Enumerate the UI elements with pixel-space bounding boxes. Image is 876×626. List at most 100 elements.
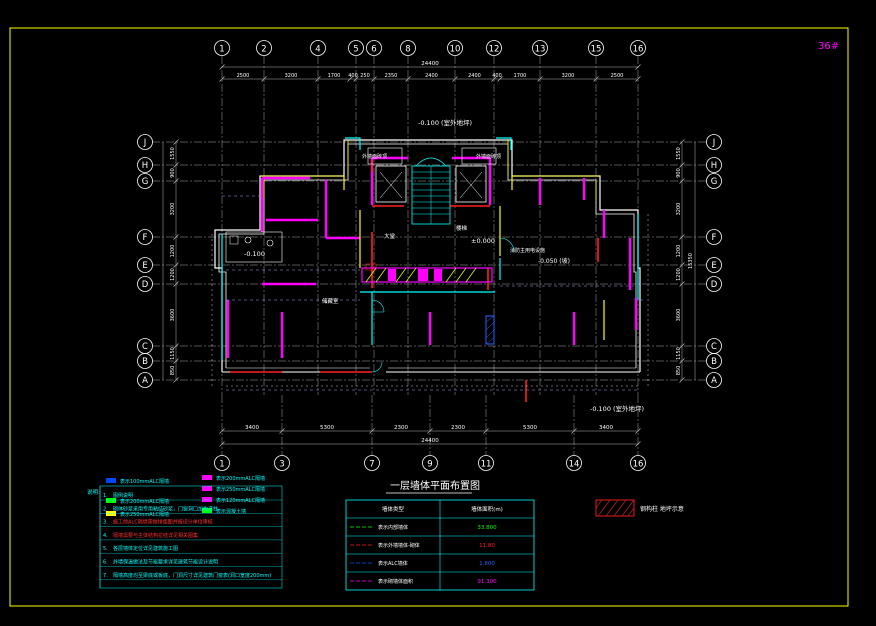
dim-total-right: 15350 bbox=[688, 253, 694, 269]
sheet-number: 36# bbox=[818, 41, 839, 52]
dim-text: 2500 bbox=[237, 73, 250, 79]
core-fill-c bbox=[434, 269, 442, 281]
dim-tick bbox=[173, 343, 179, 349]
axis-label-row: H bbox=[142, 161, 148, 171]
alc-wall bbox=[226, 156, 638, 358]
axis-label-row: G bbox=[711, 177, 718, 187]
table-header: 墙体面积(m) bbox=[471, 505, 503, 513]
table-cell-type: 表示ALC墙体 bbox=[378, 560, 408, 567]
shaft-b bbox=[461, 147, 497, 165]
dim-tick bbox=[483, 428, 489, 434]
note-text: 各层墙体定位详见建筑施工图 bbox=[113, 545, 178, 552]
axis-bubble-row-J bbox=[137, 134, 153, 150]
table-cell-value: 11.80 bbox=[479, 543, 495, 549]
axis-label-row: A bbox=[711, 376, 717, 386]
axis-label-row: C bbox=[142, 342, 148, 352]
axis-label-row: E bbox=[711, 261, 716, 271]
column-marks bbox=[343, 176, 605, 340]
axis-bubble-top-12 bbox=[486, 40, 502, 56]
axis-label-row: C bbox=[711, 342, 717, 352]
axis-bubble-row-A bbox=[137, 372, 153, 388]
hatch-patch-a bbox=[365, 263, 377, 271]
notes-frame bbox=[99, 485, 283, 589]
axis-label-bottom: 16 bbox=[633, 460, 644, 470]
axis-bubble-row-D bbox=[137, 276, 153, 292]
drawing-title: 一层墙体平面布置图 bbox=[390, 479, 480, 492]
column-right bbox=[485, 315, 495, 345]
dim-tick bbox=[173, 139, 179, 145]
elevator-left-x bbox=[379, 171, 403, 199]
stair-arc bbox=[415, 157, 447, 167]
legend-label: 表示混凝土墙 bbox=[216, 508, 246, 515]
level-stair: ±0.000 bbox=[471, 237, 495, 245]
dim-text: 3600 bbox=[676, 309, 682, 322]
axis-bubble-row-G bbox=[706, 173, 722, 189]
core-hatch bbox=[365, 267, 477, 283]
note-number: 4. bbox=[103, 533, 108, 539]
dim-text: 2400 bbox=[468, 73, 481, 79]
dim-text: 1200 bbox=[676, 268, 682, 281]
dim-tick bbox=[635, 428, 641, 434]
axis-bubble-top-1 bbox=[214, 40, 230, 56]
floor-plan bbox=[211, 137, 649, 402]
table-cell-type: 表示内部墙体 bbox=[378, 524, 408, 531]
axis-label-bottom: 11 bbox=[481, 460, 492, 470]
legend-swatch bbox=[202, 486, 212, 491]
exterior-wall bbox=[214, 139, 641, 372]
dim-tick bbox=[371, 76, 377, 82]
dim-tick bbox=[173, 377, 179, 383]
dim-tick bbox=[347, 76, 353, 82]
dim-text: 3400 bbox=[599, 425, 613, 431]
dim-text: 3200 bbox=[285, 73, 298, 79]
dim-tick bbox=[452, 76, 458, 82]
dim-text: 5300 bbox=[523, 425, 537, 431]
dim-tick bbox=[427, 428, 433, 434]
axis-bubble-row-D bbox=[706, 276, 722, 292]
dim-tick bbox=[537, 76, 543, 82]
note-number: 7. bbox=[103, 573, 108, 579]
note-text: 施工前ALC隔墙需做排版图并报设计单位审核 bbox=[113, 519, 213, 526]
axis-bubble-bottom-14 bbox=[566, 455, 582, 471]
note-text: 隔墙需要与主体结构拉结详见相关图集 bbox=[113, 532, 198, 539]
dim-text: 400 bbox=[348, 73, 358, 79]
table-cell-type: 表示砌墙体面积 bbox=[378, 578, 413, 585]
facade-line bbox=[260, 140, 600, 200]
red-wall bbox=[230, 160, 599, 402]
axis-label-row: E bbox=[142, 261, 147, 271]
cyan-wall bbox=[221, 137, 639, 360]
axis-bubble-top-10 bbox=[447, 40, 463, 56]
dim-tick bbox=[635, 76, 641, 82]
dim-tick bbox=[679, 178, 685, 184]
axis-bubble-bottom-1 bbox=[214, 455, 230, 471]
axis-label-top: 12 bbox=[489, 45, 500, 55]
note-number: 1. bbox=[103, 493, 108, 499]
door-arcs bbox=[371, 237, 515, 373]
axis-label-row: G bbox=[142, 177, 149, 187]
dashed-lines bbox=[222, 195, 646, 391]
dim-tick bbox=[635, 441, 641, 447]
room-elev-left: 外墙面砖顶 bbox=[362, 153, 387, 160]
dim-text: 3200 bbox=[170, 203, 176, 216]
plan-labels: -0.100 (室外地坪) -0.100 ±0.000 -0.050 (坡) -… bbox=[244, 118, 644, 413]
axis-label-bottom: 7 bbox=[369, 460, 374, 470]
dim-text: 250 bbox=[360, 73, 370, 79]
legend-label: 表示200mmALC隔墙 bbox=[120, 498, 169, 505]
dim-text: 1700 bbox=[328, 73, 341, 79]
table-cell-value: 91.300 bbox=[477, 579, 497, 585]
dim-text: 900 bbox=[170, 168, 176, 178]
table-cell-type: 表示外墙墙体-砌体 bbox=[378, 542, 420, 549]
axis-bubble-row-A bbox=[706, 372, 722, 388]
dim-tick bbox=[219, 428, 225, 434]
wc-fixture-a bbox=[244, 236, 252, 244]
axis-bubble-row-E bbox=[137, 257, 153, 273]
legend-label: 表示120mmALC隔墙 bbox=[216, 497, 265, 504]
axis-label-row: J bbox=[143, 138, 147, 148]
axis-label-top: 4 bbox=[315, 45, 320, 55]
axis-label-top: 16 bbox=[633, 45, 644, 55]
axis-label-row: A bbox=[142, 376, 148, 386]
note-text: 隔墙高度均至梁底或板底，门洞尺寸详见建筑门窗表(洞口宽度200mm) bbox=[113, 572, 271, 579]
dim-tick bbox=[679, 358, 685, 364]
note-number: 3. bbox=[103, 520, 108, 526]
axis-bubble-bottom-9 bbox=[422, 455, 438, 471]
